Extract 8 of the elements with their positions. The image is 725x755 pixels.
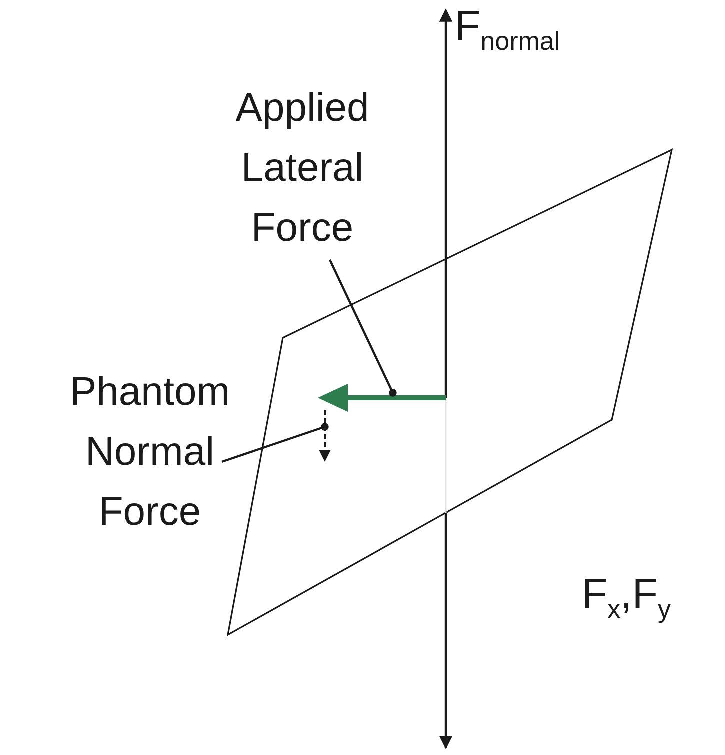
force-label: F$_{x}$,F$_{y}$ bbox=[582, 570, 671, 625]
leader-line bbox=[329, 260, 397, 397]
arrow-icon bbox=[318, 384, 446, 412]
force-label: F$_{normal}$ bbox=[455, 2, 560, 57]
leader-line bbox=[222, 423, 329, 464]
arrow-icon bbox=[319, 410, 331, 462]
force-label: Applied Lateral Force bbox=[234, 85, 370, 252]
force-label: Phantom Normal Force bbox=[68, 369, 232, 536]
